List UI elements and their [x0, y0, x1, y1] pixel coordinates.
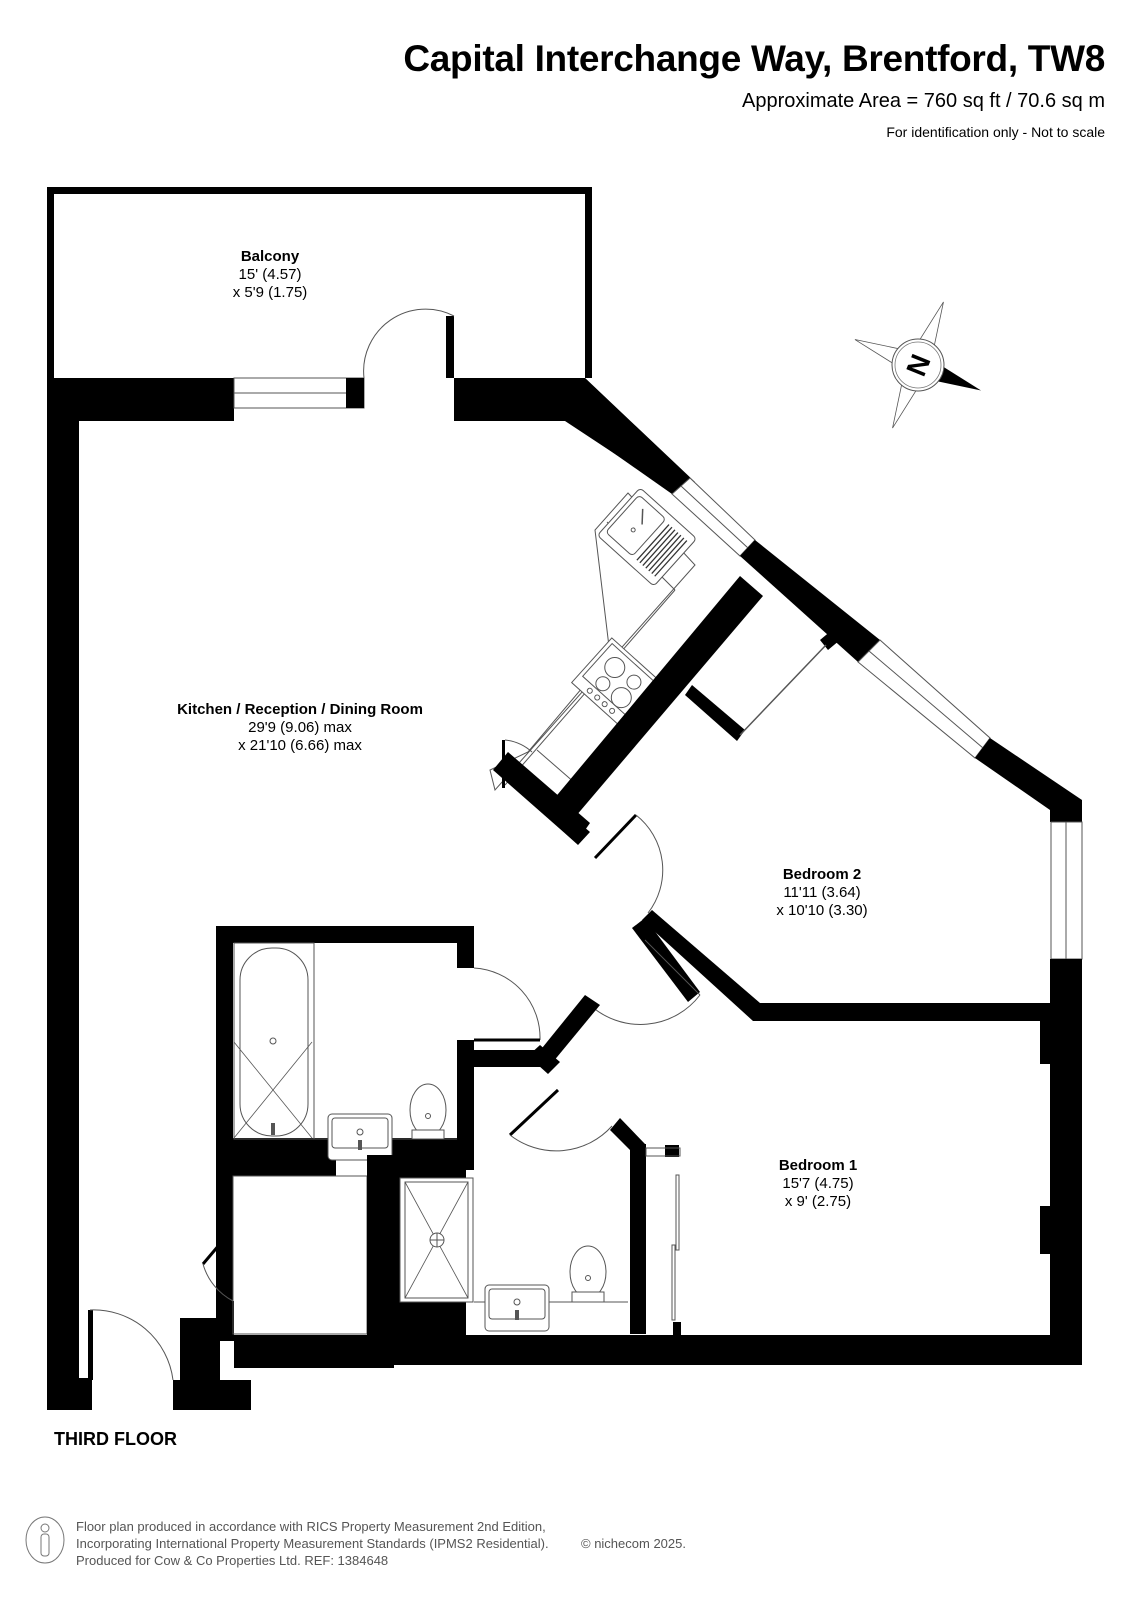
floor-label: THIRD FLOOR	[54, 1429, 177, 1449]
balcony-walls	[47, 187, 592, 378]
bedroom-2-door[interactable]	[593, 813, 664, 914]
copyright: © nichecom 2025.	[581, 1536, 686, 1551]
entrance-door[interactable]	[88, 1309, 174, 1381]
storage-cupboard-door[interactable]	[201, 1237, 234, 1302]
ensuite-door[interactable]	[508, 1088, 613, 1152]
kitchen-sink-icon	[598, 488, 696, 586]
room-label-bedroom-2: Bedroom 2 11'11 (3.64) x 10'10 (3.30)	[776, 866, 868, 919]
shower-tray-icon	[399, 1177, 474, 1303]
bathtub-icon	[233, 942, 315, 1140]
storage-cupboard	[232, 1155, 397, 1335]
property-title: Capital Interchange Way, Brentford, TW8	[403, 38, 1105, 79]
room-label-kitchen-reception-dining: Kitchen / Reception / Dining Room 29'9 (…	[177, 701, 423, 754]
outer-walls	[47, 316, 1083, 1410]
footer-notes: Floor plan produced in accordance with R…	[76, 1519, 686, 1568]
scale-disclaimer: For identification only - Not to scale	[886, 124, 1105, 140]
bathroom-door[interactable]	[473, 967, 541, 1042]
compass-rose-icon: N	[854, 301, 982, 429]
person-icon	[25, 1516, 65, 1564]
bathroom-basin-icon	[314, 1113, 457, 1161]
approximate-area: Approximate Area = 760 sq ft / 70.6 sq m	[742, 90, 1105, 112]
bathroom-toilet-icon	[409, 1083, 447, 1140]
room-label-bedroom-1: Bedroom 1 15'7 (4.75) x 9' (2.75)	[778, 1157, 858, 1210]
room-label-balcony: Balcony 15' (4.57) x 5'9 (1.75)	[232, 248, 308, 301]
balcony-door[interactable]	[363, 308, 455, 379]
ensuite-walls	[528, 995, 679, 1334]
bedroom-1-hall-door[interactable]	[589, 994, 701, 1025]
ensuite-basin-icon	[474, 1284, 628, 1332]
internal-walls	[493, 576, 1050, 1021]
ensuite-toilet-icon	[569, 1245, 607, 1303]
bedroom-1-wardrobe	[645, 1147, 681, 1336]
